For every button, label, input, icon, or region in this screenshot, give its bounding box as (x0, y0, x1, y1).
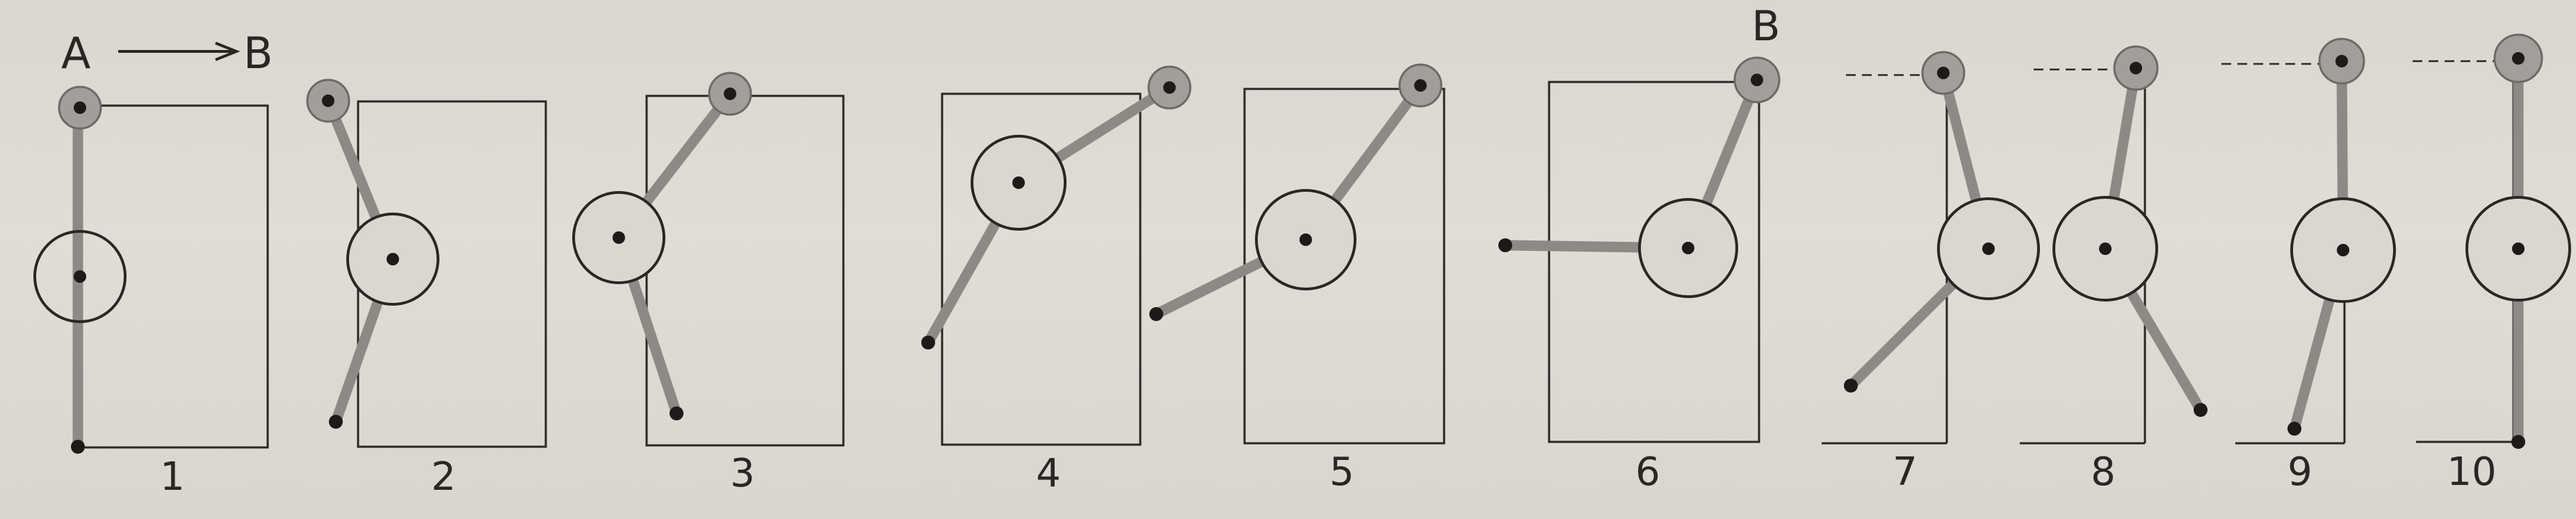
frame-number: 8 (2091, 450, 2116, 495)
arm-end-dot (71, 440, 85, 454)
frame-4: 4 (921, 65, 1192, 496)
bob-dot (1299, 233, 1312, 246)
pivot-dot (322, 94, 334, 107)
bob-dot (1012, 176, 1025, 189)
arm-end-dot (2287, 422, 2301, 436)
frame-number: 7 (1893, 450, 1918, 495)
bob-dot (2337, 244, 2349, 256)
bob-circle (33, 230, 127, 323)
frame-3: 3 (572, 72, 845, 496)
frame-number: 2 (431, 454, 456, 500)
frame-7: 7 (1822, 51, 2040, 495)
frame-6: B 6 (1498, 2, 1781, 495)
pivot-dot (724, 88, 736, 100)
pivot-dot (2512, 52, 2525, 65)
pivot-dot (1414, 79, 1427, 92)
bob-dot (74, 270, 86, 283)
frame-1: 1 (33, 85, 269, 500)
pivot-dot (2335, 55, 2348, 67)
frame-number: 3 (730, 451, 755, 496)
frame-9: 9 (2221, 38, 2396, 495)
bob-dot (1982, 242, 1995, 255)
arm-end-dot (1149, 307, 1163, 321)
frame-box (645, 94, 845, 447)
bob-dot (1682, 242, 1694, 254)
frame-10: 10 (2413, 33, 2571, 495)
frame-number: 10 (2447, 450, 2496, 495)
bob-dot (387, 253, 399, 265)
frame-number: 6 (1635, 450, 1660, 495)
arm-end-dot (670, 406, 683, 420)
arm-end-dot (2511, 435, 2525, 449)
header: A B (61, 28, 273, 79)
frame-box (75, 104, 269, 449)
frame-number: 5 (1329, 450, 1354, 495)
pivot-dot (1751, 74, 1763, 86)
frame-2: 2 (306, 79, 547, 500)
frame-box (941, 92, 1142, 446)
frame-number: 1 (160, 454, 185, 500)
arm-end-dot (1498, 238, 1512, 252)
end-label: B (243, 28, 273, 79)
pivot-dot (1937, 67, 1950, 79)
pivot-label: B (1751, 2, 1780, 51)
arm-end-dot (921, 336, 935, 349)
frame-number: 9 (2287, 450, 2312, 495)
bob-dot (2512, 242, 2525, 255)
bob-dot (613, 231, 625, 244)
pivot-dot (74, 101, 86, 114)
arm-end-dot (2194, 403, 2208, 417)
frame-8: 8 (2020, 45, 2208, 495)
frame-5: 5 (1149, 63, 1445, 495)
pivot-dot (1163, 81, 1176, 94)
pivot-dot (2130, 62, 2142, 74)
frame-box (1548, 81, 1760, 443)
arrow-head (215, 42, 241, 61)
arm-end-dot (329, 415, 343, 429)
start-label: A (61, 28, 90, 79)
arm-end-dot (1844, 379, 1858, 393)
bob-dot (2099, 242, 2112, 255)
frame-number: 4 (1036, 451, 1061, 496)
